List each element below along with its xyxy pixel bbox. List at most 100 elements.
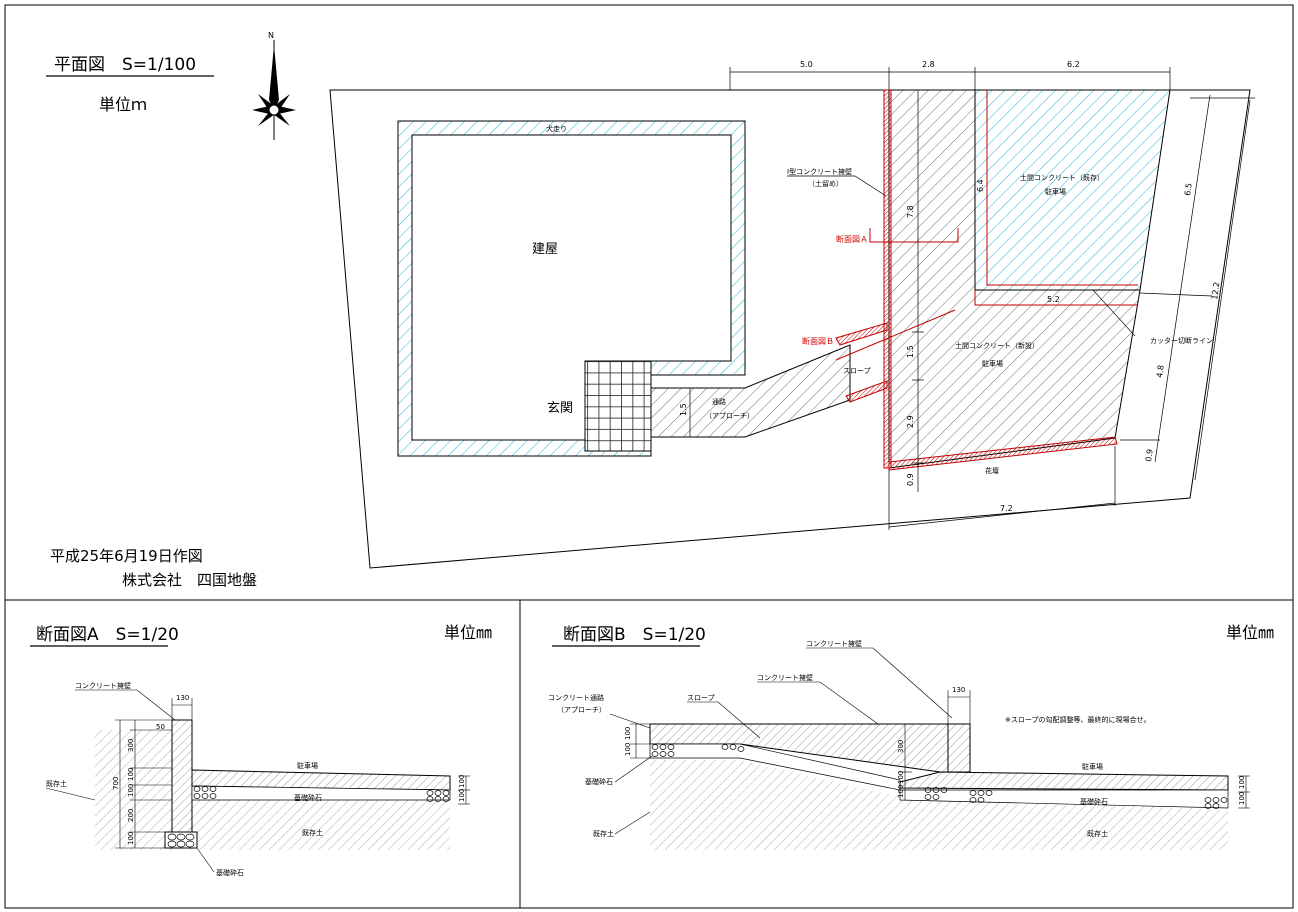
- new-conc-label: 土間コンクリート（新設）: [955, 341, 1039, 350]
- eaves-label: 犬走り: [546, 124, 567, 133]
- section-b-wall: [947, 723, 971, 773]
- dim-right-b: 12.2: [1210, 281, 1221, 300]
- section-a-footing-label: 基礎砕石: [216, 868, 244, 877]
- dim-path-w: 1.5: [679, 403, 688, 416]
- section-a-wall: [171, 719, 193, 833]
- section-b-dim-l1: 100: [624, 727, 632, 740]
- section-a-soil-right: [190, 800, 450, 850]
- section-a-soil-label: 既存土: [302, 828, 323, 837]
- section-b-base: [899, 789, 1229, 809]
- section-b-view: 断面図B S=1/20 単位㎜ ※スロープの勾配調整等、最終的に現場合せ。 コン…: [548, 623, 1274, 850]
- section-b-dim-wall-w: 130: [952, 686, 965, 694]
- section-b-approach-leader: [609, 713, 651, 729]
- section-a-dim-h1: 300: [127, 739, 135, 752]
- north-arrow-icon: N: [252, 31, 296, 140]
- entrance-tiles: [584, 360, 652, 452]
- cutter-leader: [1092, 289, 1136, 337]
- cutter-label: カッター切断ライン: [1150, 336, 1213, 345]
- block-wall-sub-label: （土留め）: [808, 179, 843, 188]
- dim-v-a: 7.8: [906, 205, 915, 218]
- section-a-dim-h3: 100: [127, 784, 135, 797]
- section-a-marker: [869, 228, 959, 243]
- section-b-dim-h1: 300: [897, 740, 905, 753]
- section-b-parking-slab: [899, 771, 1229, 791]
- section-b-soil-label: 既存土: [1087, 829, 1108, 838]
- section-a-dim-wall-w: 130: [176, 694, 189, 702]
- section-b-base-l-label: 基礎砕石: [585, 777, 613, 786]
- dim-top-b: 2.8: [922, 60, 935, 69]
- section-b-slope-leader: [687, 701, 761, 739]
- section-b-wall-top-leader: [806, 647, 953, 719]
- cutter-line-existing: [986, 90, 1138, 286]
- section-b-dims: [630, 690, 1250, 809]
- section-a-unit: 単位㎜: [444, 623, 492, 642]
- section-a-marker-label: 断面図Ａ: [836, 234, 868, 244]
- approach-label: 通路: [712, 397, 726, 406]
- section-a-dim-r2: 100: [458, 789, 466, 802]
- section-a-dims: [115, 698, 470, 849]
- section-b-wall-leader: [757, 681, 879, 725]
- north-label: N: [268, 31, 274, 40]
- section-a-parking-label: 駐車場: [297, 761, 318, 770]
- dim-bottom: [888, 446, 1116, 530]
- dim-top: [729, 67, 1171, 90]
- section-b-parking-label: 駐車場: [1082, 762, 1103, 771]
- section-b-wall-label: コンクリート擁壁: [757, 673, 813, 682]
- section-b-marker-label: 断面図Ｂ: [802, 336, 834, 346]
- section-a-dim-top: 50: [156, 723, 165, 731]
- block-wall-leader: [787, 175, 887, 197]
- new-conc-sub-label: 駐車場: [982, 359, 1003, 368]
- dim-right-a: 6.5: [1183, 182, 1194, 196]
- footer-company: 株式会社 四国地盤: [122, 571, 257, 589]
- section-b-approach-sub-label: （アプローチ）: [557, 706, 606, 714]
- dim-v-d: 0.9: [906, 473, 915, 486]
- building-label: 建屋: [532, 242, 558, 257]
- section-a-base-stones: [193, 786, 450, 802]
- section-b-dim-m2: 100: [897, 785, 905, 798]
- section-a-wall-label: コンクリート擁壁: [75, 681, 131, 690]
- slope-label: スロープ: [843, 367, 871, 375]
- section-a-soil-left: [95, 730, 172, 850]
- retaining-wall: [883, 89, 892, 469]
- section-a-view: 断面図A S=1/20 単位㎜ コンクリート擁壁 既存土 駐車場 基礎砕石 既存…: [30, 623, 492, 877]
- section-a-title: 断面図A S=1/20: [36, 625, 179, 645]
- existing-parking-concrete: [974, 89, 1171, 291]
- dim-inner-w: 5.2: [1047, 295, 1060, 304]
- section-a-dim-h4: 200: [127, 809, 135, 822]
- section-a-dim-total: 700: [112, 777, 120, 790]
- building: 犬走り 建屋 玄関: [397, 120, 746, 457]
- section-b-approach-label: コンクリート通路: [548, 693, 604, 702]
- section-a-existing-soil-leader: [45, 787, 96, 801]
- cutter-line-inner: [974, 290, 1138, 306]
- section-a-base: [191, 785, 451, 801]
- section-b-slope-label: スロープ: [687, 694, 715, 702]
- approach-sub-label: （アプローチ）: [705, 412, 754, 420]
- dim-v-e: 6.4: [976, 179, 985, 192]
- dim-right-c: 4.8: [1155, 364, 1166, 378]
- section-a-wall-leader: [75, 689, 176, 721]
- section-a-footing-leader: [196, 847, 215, 873]
- dim-vertical: [912, 90, 976, 492]
- dim-top-c: 6.2: [1067, 60, 1080, 69]
- section-b-stones: [651, 744, 1228, 809]
- dim-v-b: 1.5: [906, 345, 915, 358]
- section-b-marker: [835, 309, 956, 361]
- section-b-dim-r2: 100: [1238, 792, 1246, 805]
- section-b-soil-l-leader: [614, 811, 651, 835]
- plan-unit: 単位ｍ: [99, 95, 147, 114]
- dim-right: [1120, 94, 1255, 481]
- footer-date: 平成25年6月19日作図: [50, 547, 203, 565]
- dim-v-c: 2.9: [906, 415, 915, 428]
- plan-view: 平面図 S=1/100 単位ｍ N 犬走り 建屋 玄関 通路 （アプローチ）: [46, 31, 1255, 589]
- section-b-dim-r1: 100: [1238, 776, 1246, 789]
- section-a-footing-stones: [167, 833, 195, 848]
- section-b-base-label: 基礎砕石: [1080, 797, 1108, 806]
- entrance-label: 玄関: [547, 401, 573, 416]
- flowerbed-label: 花壇: [985, 466, 999, 475]
- plan-title: 平面図 S=1/100: [54, 55, 196, 75]
- section-b-soil: [650, 760, 1228, 850]
- section-b-note: ※スロープの勾配調整等、最終的に現場合せ。: [1005, 715, 1150, 724]
- section-b-title: 断面図B S=1/20: [563, 625, 706, 645]
- outer-frame: [4, 4, 1294, 909]
